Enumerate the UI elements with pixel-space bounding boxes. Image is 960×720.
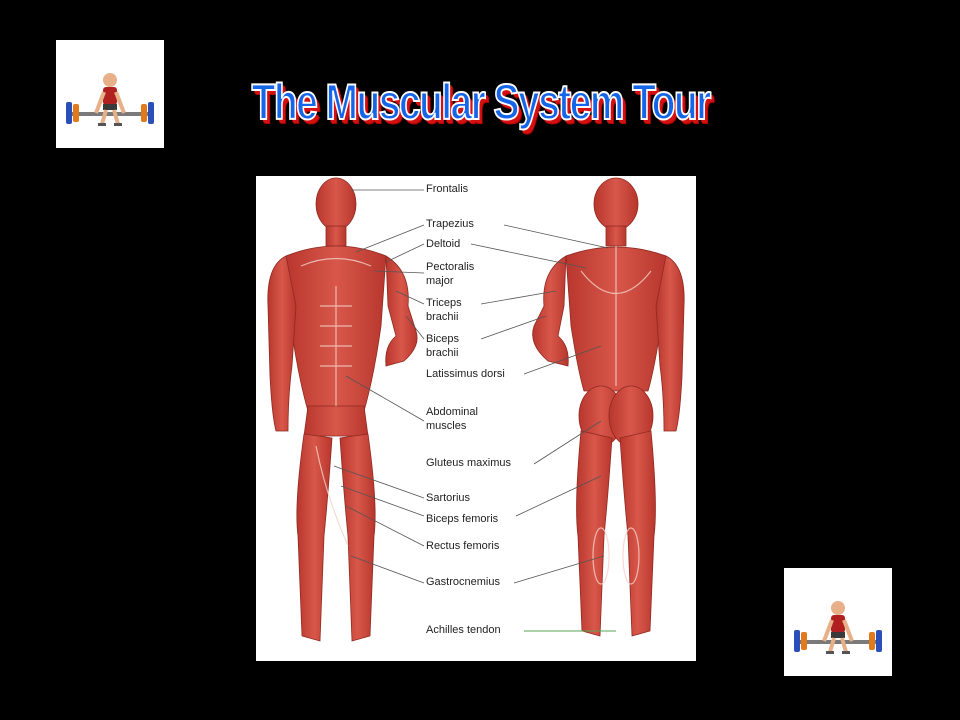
label-sartorius: Sartorius [426,492,471,504]
anatomy-illustration [267,177,685,642]
label-biceps-line1: Biceps [426,333,460,345]
label-latissimus-dorsi: Latissimus dorsi [426,368,505,380]
weightlifter-logo-top [56,40,164,148]
weightlifter-logo-bottom [784,568,892,676]
slide-title: The Muscular System Tour [251,73,712,131]
label-trapezius: Trapezius [426,218,474,230]
label-triceps-line2: brachii [426,311,459,323]
label-pectoralis-line1: Pectoralis [426,261,475,273]
label-deltoid: Deltoid [426,238,461,250]
weightlifter-icon [794,601,882,654]
label-achilles-tendon: Achilles tendon [426,624,501,636]
label-triceps-line1: Triceps [426,297,462,309]
leader-lines [333,189,609,584]
label-frontalis: Frontalis [426,183,469,195]
label-gastrocnemius: Gastrocnemius [426,576,500,588]
front-figure [267,177,418,642]
back-figure [532,177,685,637]
label-rectus-femoris: Rectus femoris [426,540,500,552]
label-abdominal-line1: Abdominal [426,406,478,418]
label-pectoralis-line2: major [426,275,454,287]
label-biceps-line2: brachii [426,347,459,359]
weightlifter-icon [66,73,154,126]
muscular-system-diagram: Frontalis Trapezius Deltoid Pectoralis m… [256,176,696,661]
label-biceps-femoris: Biceps femoris [426,513,499,525]
label-gluteus-maximus: Gluteus maximus [426,457,511,469]
label-abdominal-line2: muscles [426,420,467,432]
